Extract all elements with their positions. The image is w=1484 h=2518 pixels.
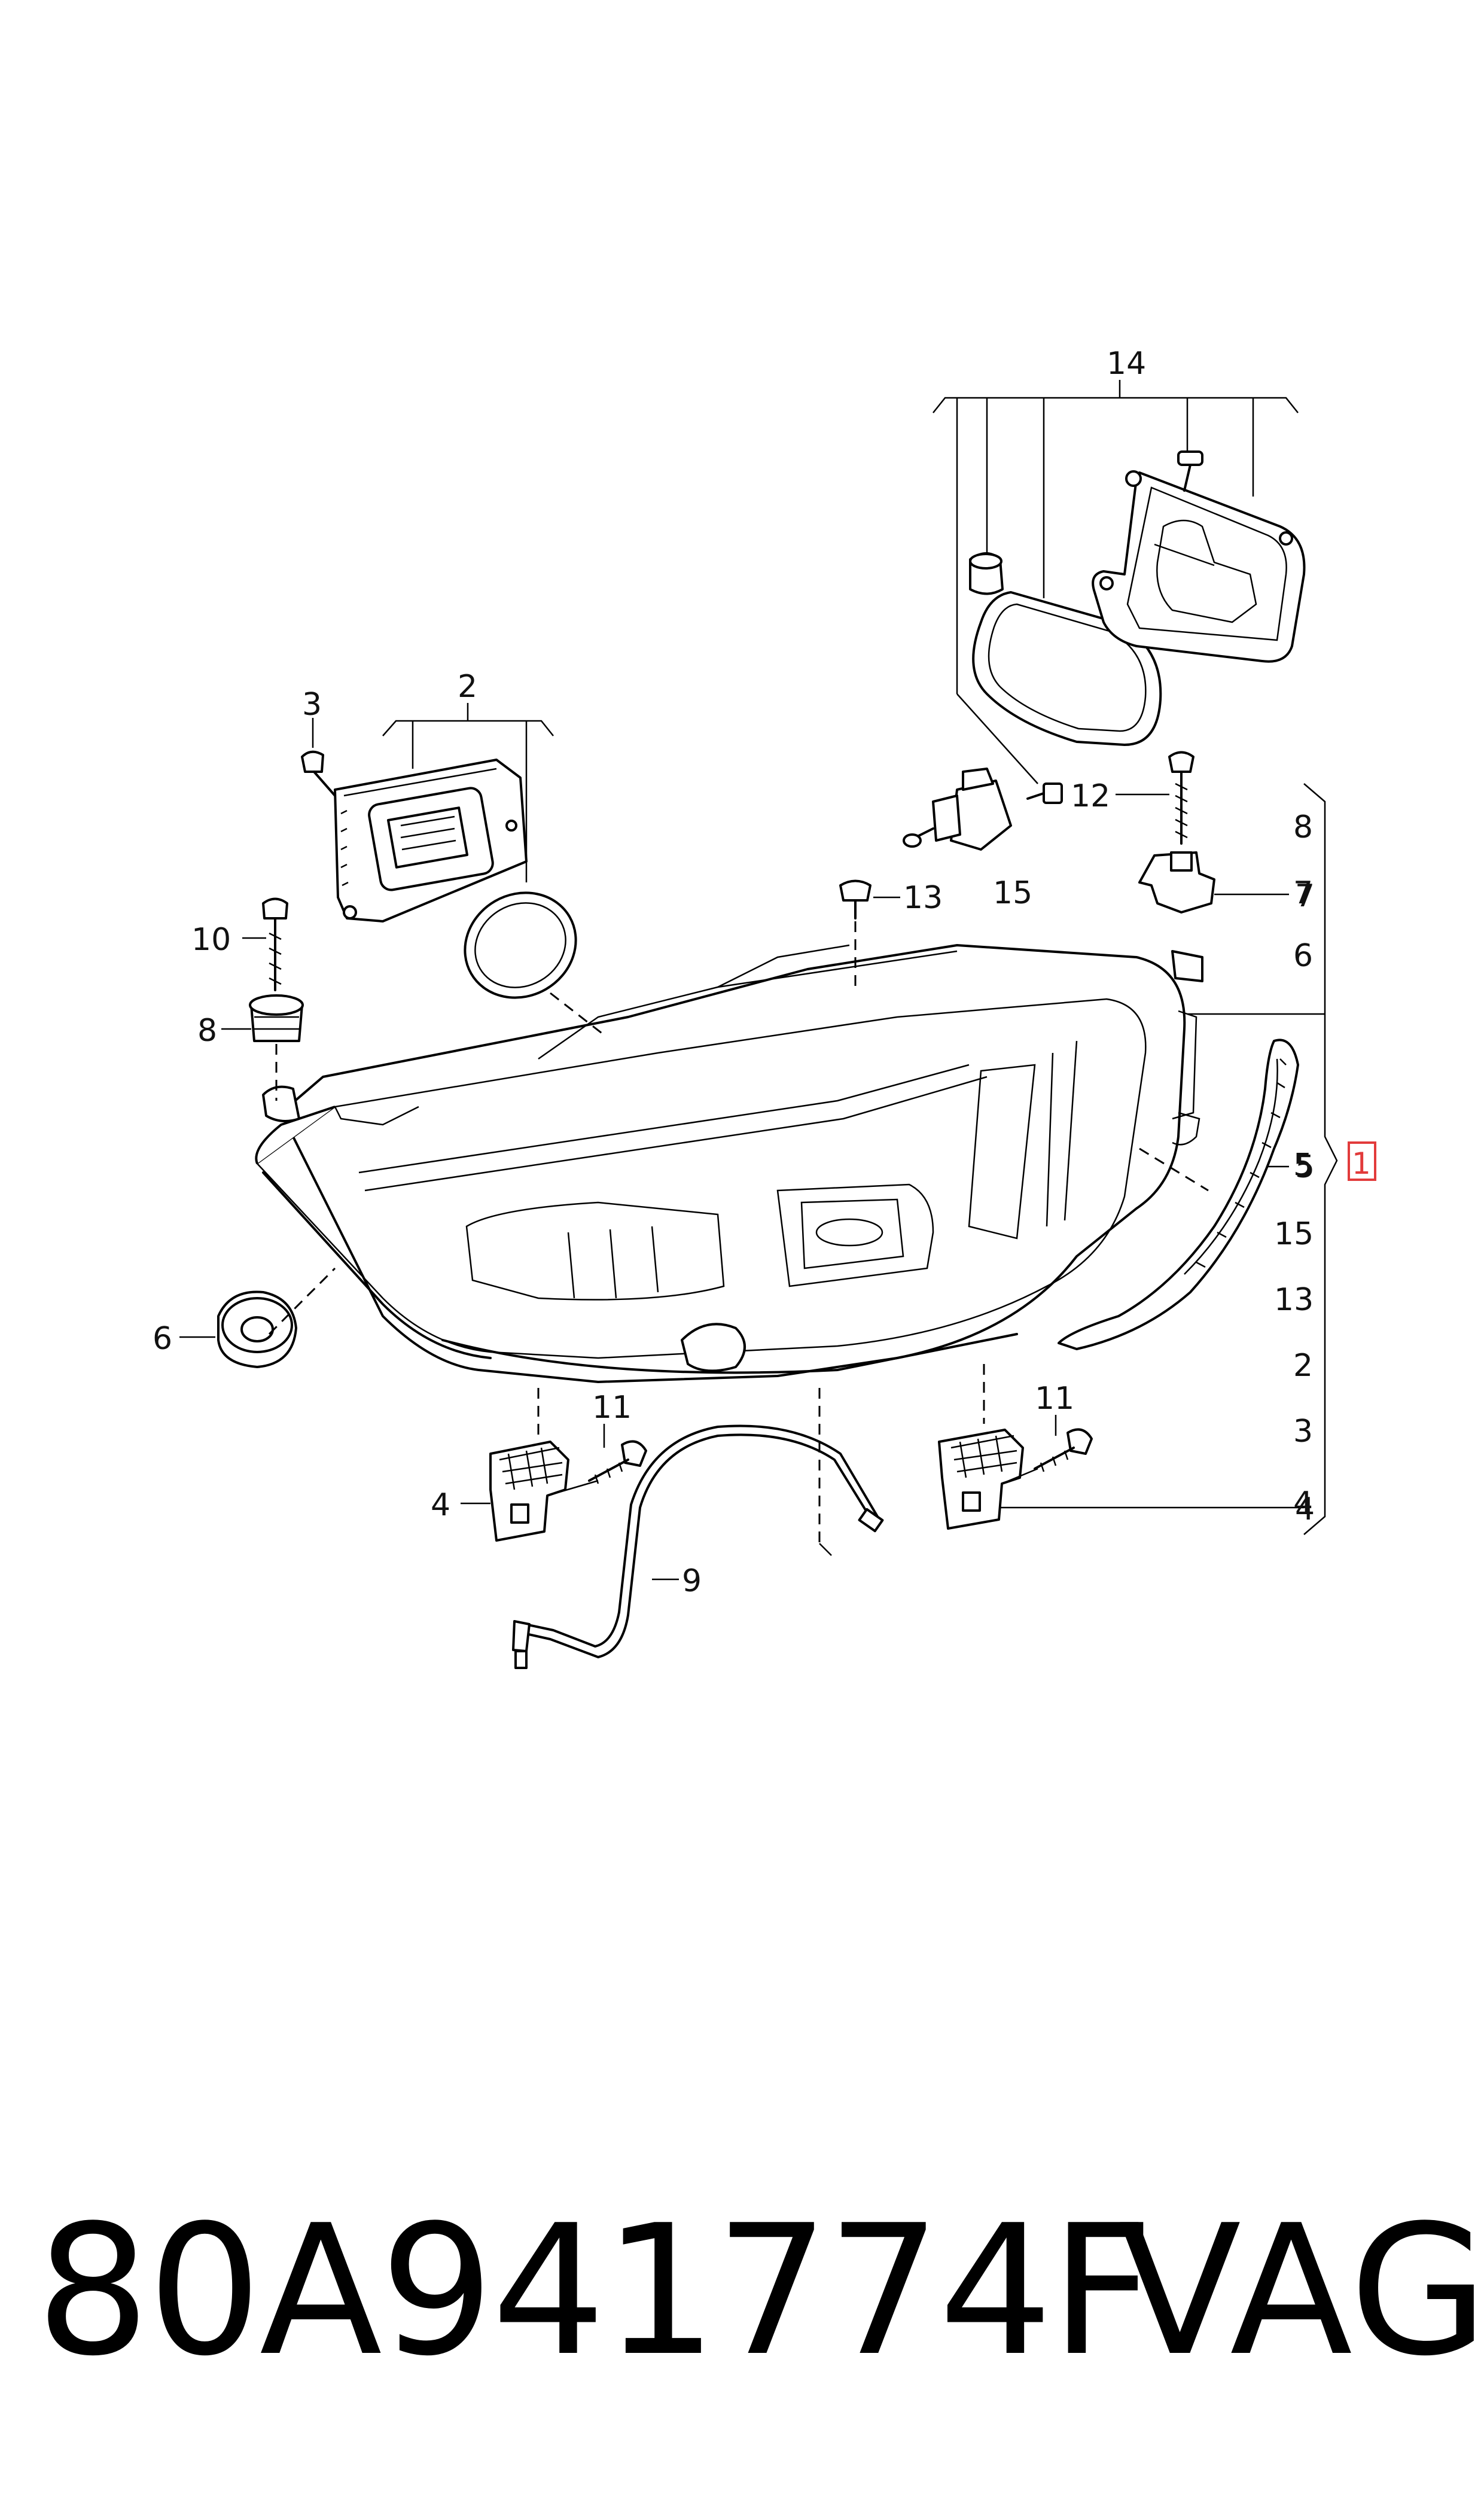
headlight-housing	[255, 944, 1203, 1383]
callout-4-right: 4	[1295, 1491, 1315, 1527]
callout-8: 8	[197, 1013, 217, 1049]
callout-12: 12	[1071, 778, 1110, 814]
callout-5: 5	[1295, 1149, 1315, 1185]
callout-13: 13	[903, 880, 943, 916]
group-14-bracket	[933, 380, 1299, 784]
set-list-3: 3	[1293, 1414, 1313, 1450]
callout-9: 9	[682, 1563, 702, 1599]
set-list-4: 4	[1293, 1485, 1313, 1521]
screw-3	[301, 718, 336, 797]
cap-6	[179, 1290, 297, 1368]
callout-14: 14	[1107, 346, 1146, 382]
ballast-control-unit	[334, 759, 528, 922]
screw-11-right	[1034, 1415, 1093, 1472]
set-list-6: 6	[1293, 938, 1313, 974]
headlight-exploded-diagram: 14 15 12	[153, 346, 1376, 1669]
leveling-motor-15	[903, 768, 1063, 851]
set-list-5: 5	[1293, 1147, 1313, 1183]
callout-11-right: 11	[1035, 1381, 1074, 1417]
cover-screw	[1177, 450, 1203, 492]
set-list-8: 8	[1293, 809, 1313, 845]
connector-4-right	[938, 1429, 1304, 1530]
bushing-8	[221, 994, 304, 1042]
set-list-bracket	[1303, 783, 1338, 1535]
set-list-2: 2	[1293, 1348, 1313, 1384]
cable-9	[512, 1424, 884, 1669]
connector-4-left	[461, 1441, 599, 1542]
part-number: 80A941774F	[36, 2187, 1154, 2395]
set-list-7: 7	[1293, 875, 1313, 911]
callout-6-left: 6	[153, 1321, 172, 1357]
holder-7	[1138, 851, 1289, 914]
rear-cover	[1092, 470, 1306, 663]
callout-1-box	[1348, 1141, 1376, 1181]
dashed-leaders	[268, 921, 1209, 1556]
cap-part	[969, 552, 1004, 595]
callout-10: 10	[191, 922, 231, 958]
callout-1: 1	[1352, 1146, 1371, 1181]
screw-11-left	[588, 1424, 647, 1484]
callout-2: 2	[458, 669, 477, 705]
callout-3: 3	[302, 687, 322, 723]
footer: 80A941774F VAG	[0, 2202, 1484, 2453]
set-list-13: 13	[1274, 1282, 1314, 1318]
screw-12	[1168, 751, 1194, 845]
callout-11-left: 11	[592, 1390, 632, 1426]
callout-4-left: 4	[431, 1487, 450, 1523]
trim-strip-5	[1058, 1039, 1299, 1350]
screw-10	[242, 897, 288, 991]
brand-name: VAG	[1119, 2187, 1484, 2395]
seal-ring	[464, 891, 577, 999]
callout-7: 7	[1295, 878, 1315, 914]
set-list-15: 15	[1274, 1216, 1314, 1252]
callout-15: 15	[993, 875, 1032, 911]
screw-13	[839, 879, 900, 919]
